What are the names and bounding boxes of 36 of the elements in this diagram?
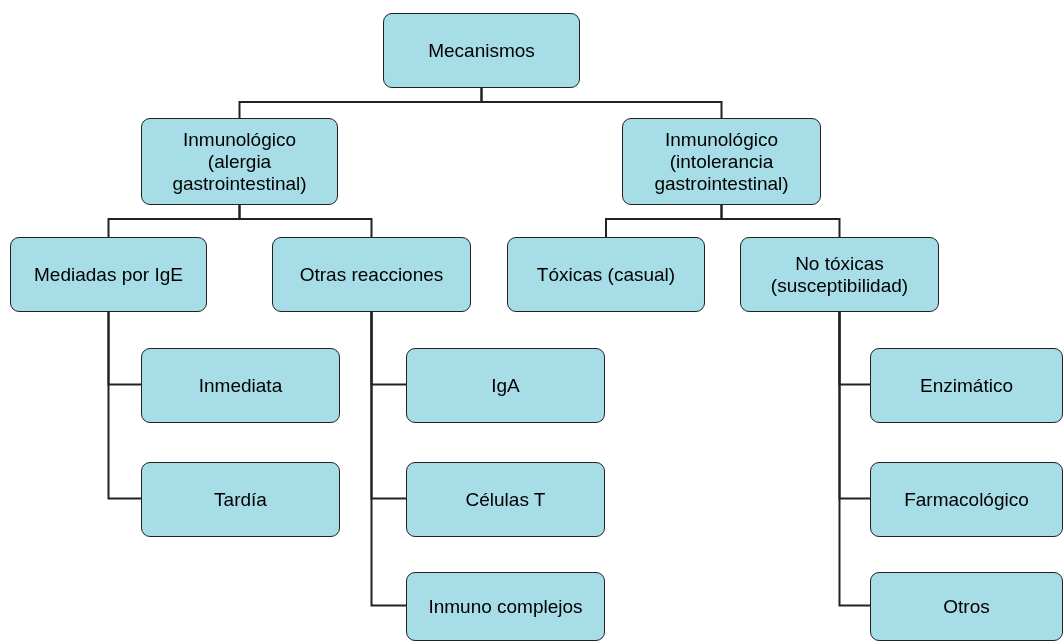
node-label: Tóxicas (casual) [536, 263, 676, 286]
node-label: Otras reacciones [299, 263, 444, 286]
process-box [406, 462, 605, 537]
connector-line [238, 204, 373, 238]
node-label: Otros [943, 595, 990, 618]
node-label: Inmuno complejos [428, 595, 583, 618]
node-label: Farmacológico [904, 488, 1029, 511]
process-box [870, 462, 1063, 537]
process-box [141, 462, 340, 537]
node-label: Mediadas por IgE [34, 263, 183, 286]
process-box [622, 118, 821, 205]
process-box [507, 237, 705, 312]
process-box [740, 237, 939, 312]
node-label: No tóxicas (susceptibilidad) [769, 252, 910, 297]
connector-line [720, 204, 841, 238]
connector-line [480, 87, 723, 119]
process-box [406, 572, 605, 641]
node-label: Inmunológico (alergia gastrointestinal) [171, 128, 308, 195]
connector-line [370, 311, 407, 607]
node-label: IgA [491, 374, 520, 397]
node-label: Mecanismos [428, 39, 535, 62]
process-box [870, 348, 1063, 423]
process-box [141, 348, 340, 423]
node-label: Tardía [214, 488, 267, 511]
process-box [383, 13, 580, 88]
node-label: Inmunológico (intolerancia gastrointestinal) [653, 128, 790, 195]
connector-line [838, 311, 871, 607]
node-label: Inmediata [198, 374, 283, 397]
process-box [272, 237, 471, 312]
node-label: Células T [465, 488, 546, 511]
connector-line [107, 311, 142, 500]
process-box [406, 348, 605, 423]
process-box [870, 572, 1063, 641]
process-box [10, 237, 207, 312]
node-label: Enzimático [920, 374, 1013, 397]
process-box [141, 118, 338, 205]
